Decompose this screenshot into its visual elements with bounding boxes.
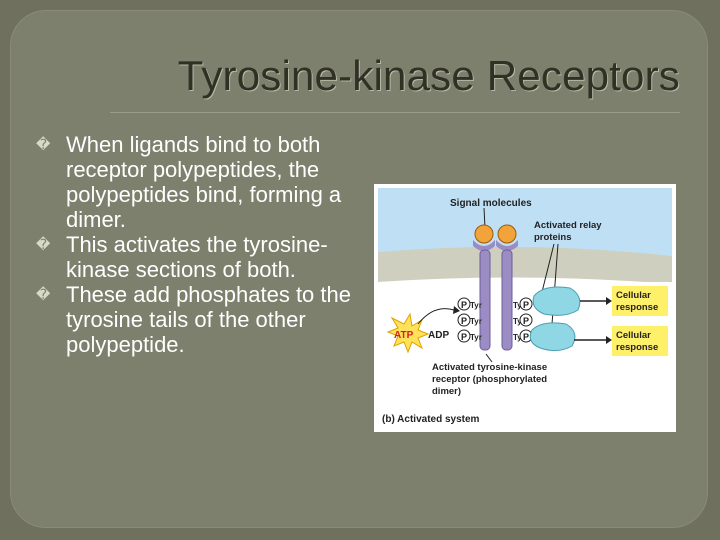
cellular-response-2-line2: response	[616, 342, 658, 353]
tyr-label: Tyr	[513, 301, 525, 310]
cellular-response-1-line1: Cellular	[616, 290, 651, 301]
title-divider	[110, 112, 680, 113]
phosphorylated-tyr-left: P Tyr P Tyr P Tyr	[457, 297, 482, 343]
receptor-polypeptide-left	[479, 249, 491, 351]
receptor-label-line2: receptor (phosphorylated	[432, 374, 547, 385]
receptor-diagram: Signal molecules Activated relay protein…	[374, 184, 676, 432]
receptor-label-line1: Activated tyrosine-kinase	[432, 362, 547, 373]
ligand-left	[474, 224, 494, 244]
plasma-membrane	[378, 246, 672, 284]
tyr-label: Tyr	[470, 333, 482, 342]
cellular-response-1-line2: response	[616, 302, 658, 313]
activated-relay-label-line2: proteins	[534, 232, 571, 243]
phosphate-icon	[457, 313, 471, 327]
phosphate-label: P	[461, 300, 467, 310]
phosphate-icon	[457, 329, 471, 343]
receptor-pointer-line	[485, 353, 493, 363]
tyr-label: Tyr	[470, 301, 482, 310]
arrowhead-icon	[606, 336, 612, 344]
bullet-marker-icon: �	[36, 136, 51, 152]
cellular-response-box-2	[612, 326, 668, 356]
bullet-marker-icon: �	[36, 236, 51, 252]
bullet-marker-icon: �	[36, 286, 51, 302]
bullet-text: When ligands bind to both receptor polyp…	[66, 132, 342, 232]
bullet-item: � When ligands bind to both receptor pol…	[36, 132, 356, 232]
arrowhead-icon	[606, 297, 612, 305]
phosphate-label: P	[461, 316, 467, 326]
phosphate-label: P	[523, 332, 529, 342]
adp-label: ADP	[428, 330, 449, 341]
arrowhead-icon	[453, 306, 460, 314]
tyr-label: Tyr	[470, 317, 482, 326]
receptor-label-line3: dimer)	[432, 386, 461, 397]
phosphate-icon	[457, 297, 471, 311]
phosphate-label: P	[523, 300, 529, 310]
relay-pointer-line-1	[541, 243, 555, 293]
cellular-response-box-1	[612, 286, 668, 316]
phosphate-label: P	[461, 332, 467, 342]
cellular-response-2-line1: Cellular	[616, 330, 651, 341]
receptor-cap-right	[496, 240, 518, 251]
atp-label: ATP	[394, 330, 414, 341]
tyr-label: Tyr	[513, 333, 525, 342]
bullet-list: � When ligands bind to both receptor pol…	[36, 132, 356, 357]
atp-arrow	[417, 308, 455, 325]
bullet-text: This activates the tyrosine-kinase secti…	[66, 232, 328, 282]
bullet-item: � This activates the tyrosine-kinase sec…	[36, 232, 356, 282]
receptor-diagram-svg: Signal molecules Activated relay protein…	[374, 184, 676, 432]
relay-protein-top	[532, 286, 581, 316]
ligand-right	[497, 224, 517, 244]
receptor-cap-left	[473, 240, 495, 251]
tyr-label: Tyr	[513, 317, 525, 326]
phosphate-icon	[519, 313, 533, 327]
panel-caption: (b) Activated system	[382, 414, 480, 425]
receptor-polypeptide-right	[501, 249, 513, 351]
bullet-item: � These add phosphates to the tyrosine t…	[36, 282, 356, 357]
phosphorylated-tyr-right: Tyr P Tyr P Tyr P	[513, 297, 533, 343]
activated-relay-label-line1: Activated relay	[534, 220, 602, 231]
bullet-text: These add phosphates to the tyrosine tai…	[66, 282, 351, 357]
relay-protein-bottom	[529, 322, 576, 352]
slide-title: Tyrosine-kinase Receptors	[177, 52, 680, 99]
phosphate-icon	[519, 297, 533, 311]
phosphate-label: P	[523, 316, 529, 326]
signal-molecules-label: Signal molecules	[450, 198, 532, 209]
